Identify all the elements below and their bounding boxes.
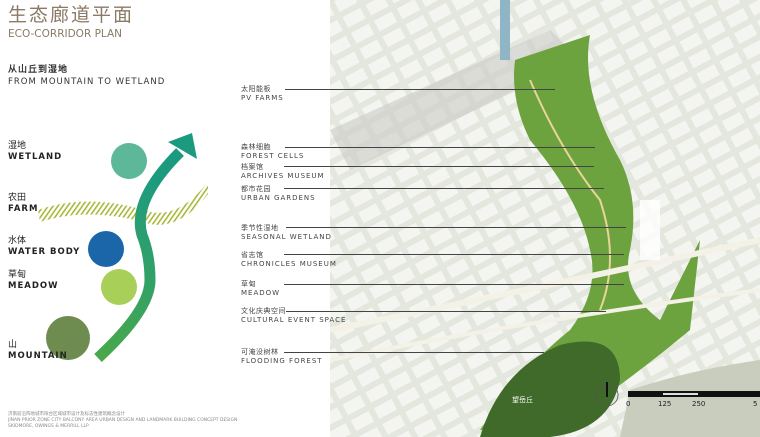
callout-forest: FOREST CELLS: [241, 152, 305, 160]
callout-chronicles-cn: 省志馆: [241, 251, 264, 259]
south-area: [620, 360, 760, 437]
hill-label: 望岳丘: [512, 396, 533, 404]
callout-flooding: FLOODING FOREST: [241, 357, 323, 365]
legend-farm: FARM: [8, 204, 39, 214]
callout-chronicles: CHRONICLES MUSEUM: [241, 260, 337, 268]
subtitle-en: FROM MOUNTAIN TO WETLAND: [8, 77, 166, 87]
page-title: 生态廊道平面: [8, 4, 135, 26]
mountain-circle: [46, 316, 90, 360]
callout-gardens: URBAN GARDENS: [241, 194, 316, 202]
farm-hatch: [38, 182, 208, 225]
site-plan-map: [330, 0, 760, 437]
callout-archives-cn: 档案馆: [241, 163, 264, 171]
footer-project: JINAN PRIOR ZONE CITY BALCONY AREA URBAN…: [8, 418, 238, 423]
legend-wetland: WETLAND: [8, 152, 63, 162]
callout-flooding-cn: 可淹没树林: [241, 348, 279, 356]
subtitle: 从山丘到湿地: [8, 65, 69, 75]
callout-gardens-cn: 都市花园: [241, 185, 271, 193]
eco-corridor: [480, 35, 700, 430]
legend-farm-cn: 农田: [8, 193, 27, 203]
flow-arrow-icon: [94, 148, 184, 363]
callout-wetland: SEASONAL WETLAND: [241, 233, 332, 241]
scale-tick-125: 125: [658, 400, 672, 408]
footer-firm: SKIDMORE, OWINGS & MERRILL LLP: [8, 424, 89, 429]
scale-tick-500: 5: [753, 400, 758, 408]
legend-wetland-cn: 湿地: [8, 141, 27, 151]
callout-forest-cn: 森林细胞: [241, 143, 271, 151]
page-title-en: ECO-CORRIDOR PLAN: [8, 28, 123, 40]
callout-archives: ARCHIVES MUSEUM: [241, 172, 325, 180]
legend-mountain-cn: 山: [8, 340, 18, 350]
footer: 济南前沿阵地城市阳台区域城市设计及标志性建筑概念设计 JINAN PRIOR Z…: [8, 412, 237, 430]
callout-meadow: MEADOW: [241, 289, 281, 297]
wetland-circle: [111, 143, 147, 179]
hill: [480, 341, 620, 437]
north-arrow-icon: [595, 382, 619, 407]
scale-bar: [628, 391, 760, 397]
callout-meadow-cn: 草甸: [241, 280, 256, 288]
water-body-circle: [88, 231, 124, 267]
legend-water-cn: 水体: [8, 236, 27, 246]
legend-meadow-cn: 草甸: [8, 270, 27, 280]
legend-water: WATER BODY: [8, 247, 81, 257]
legend-meadow: MEADOW: [8, 281, 59, 291]
scale-tick-250: 250: [692, 400, 706, 408]
canal: [500, 0, 510, 60]
meadow-circle: [101, 269, 137, 305]
legend-mountain: MOUNTAIN: [8, 351, 68, 361]
callout-pv-cn: 太阳能板: [241, 85, 271, 93]
callout-pv: PV FARMS: [241, 94, 284, 102]
callout-wetland-cn: 季节性湿地: [241, 224, 279, 232]
legend-diagram: [38, 133, 208, 363]
scale-tick-0: 0: [626, 400, 631, 408]
footer-cn: 济南前沿阵地城市阳台区域城市设计及标志性建筑概念设计: [8, 412, 125, 417]
road: [330, 237, 760, 333]
